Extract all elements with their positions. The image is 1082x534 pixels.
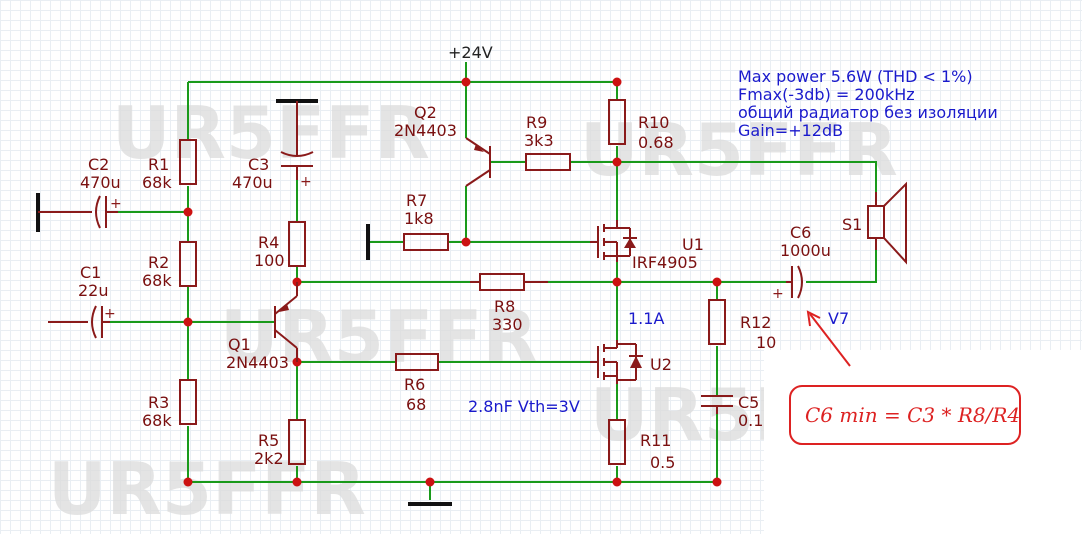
R5-value: 2k2 [254,449,284,468]
note-line-4: Gain=+12dB [738,121,843,140]
R7-value: 1k8 [404,209,434,228]
R12-ref: R12 [740,313,771,332]
C2-value: 470u [80,173,121,192]
C1-ref: C1 [80,263,101,282]
V7-label: V7 [828,309,849,328]
Q2-value: 2N4403 [394,121,457,140]
R3-value: 68k [142,411,172,430]
C6-ref: C6 [790,223,811,242]
transistor-Q2 [465,137,491,187]
C5-ref: C5 [738,393,759,412]
C6-value: 1000u [780,241,831,260]
current-label: 1.1A [628,309,664,328]
R10-body [608,99,626,145]
gate-note: 2.8nF Vth=3V [468,397,580,416]
C2-ref: C2 [88,155,109,174]
mosfet-U2 [590,340,643,384]
ground-symbols [36,99,452,506]
R2-ref: R2 [148,253,169,272]
capacitors: + + + + [80,136,803,414]
supply-label: +24V [448,43,493,62]
R10-value: 0.68 [638,133,674,152]
R4-value: 100 [254,251,285,270]
mosfet-U1 [590,220,637,262]
svg-text:+: + [300,174,312,190]
callout-arrow [806,310,851,367]
R2-value: 68k [142,271,172,290]
watermark-bottom-left: UR5FFR [48,447,366,531]
callout-formula: C6 min = C3 * R8/R4 [805,403,1020,427]
watermark-top-right: UR5FFR [580,108,898,192]
svg-text:+: + [110,196,122,212]
callout-box [789,385,1021,445]
note-line-3: общий радиатор без изоляции [738,103,998,122]
C3-value: 470u [232,173,273,192]
R9-ref: R9 [526,113,547,132]
svg-text:+: + [772,286,784,302]
R8-body [479,273,525,291]
note-line-2: Fmax(-3db) = 200kHz [738,85,915,104]
C5-value: 0.1 [738,411,763,430]
U1-value: IRF4905 [632,253,698,272]
R8-value: 330 [492,315,523,334]
R5-body [288,419,306,465]
R12-value: 10 [756,333,776,352]
resistors [179,99,726,465]
R11-body [608,419,626,465]
speaker-S1 [867,181,907,265]
R1-body [179,139,197,185]
watermark-top-left: UR5FFR [112,91,430,175]
R4-ref: R4 [258,233,279,252]
R6-value: 68 [406,395,426,414]
R12-body [708,299,726,345]
R10-ref: R10 [638,113,669,132]
U2-ref: U2 [650,355,672,374]
watermark-middle: UR5FFR [220,295,538,379]
R11-ref: R11 [640,431,671,450]
S1-ref: S1 [842,215,862,234]
R11-value: 0.5 [650,453,675,472]
svg-text:+: + [104,306,116,322]
R6-body [395,353,439,371]
R2-body [179,241,197,287]
R5-ref: R5 [258,431,279,450]
R6-ref: R6 [404,375,425,394]
C3-ref: C3 [248,155,269,174]
Q1-value: 2N4403 [226,353,289,372]
R4-body [288,221,306,267]
R1-ref: R1 [148,155,169,174]
R9-body [525,153,571,171]
R8-ref: R8 [494,297,515,316]
R3-body [179,379,197,425]
C1-value: 22u [78,281,109,300]
Q2-ref: Q2 [414,103,437,122]
U1-ref: U1 [682,235,704,254]
R7-body [403,233,449,251]
Q1-ref: Q1 [228,335,251,354]
R1-value: 68k [142,173,172,192]
wires [110,62,877,500]
R7-ref: R7 [406,191,427,210]
transistor-Q1 [274,282,298,362]
junction-dots [183,77,722,487]
note-line-1: Max power 5.6W (THD < 1%) [738,67,973,86]
R9-value: 3k3 [524,131,554,150]
R3-ref: R3 [148,393,169,412]
